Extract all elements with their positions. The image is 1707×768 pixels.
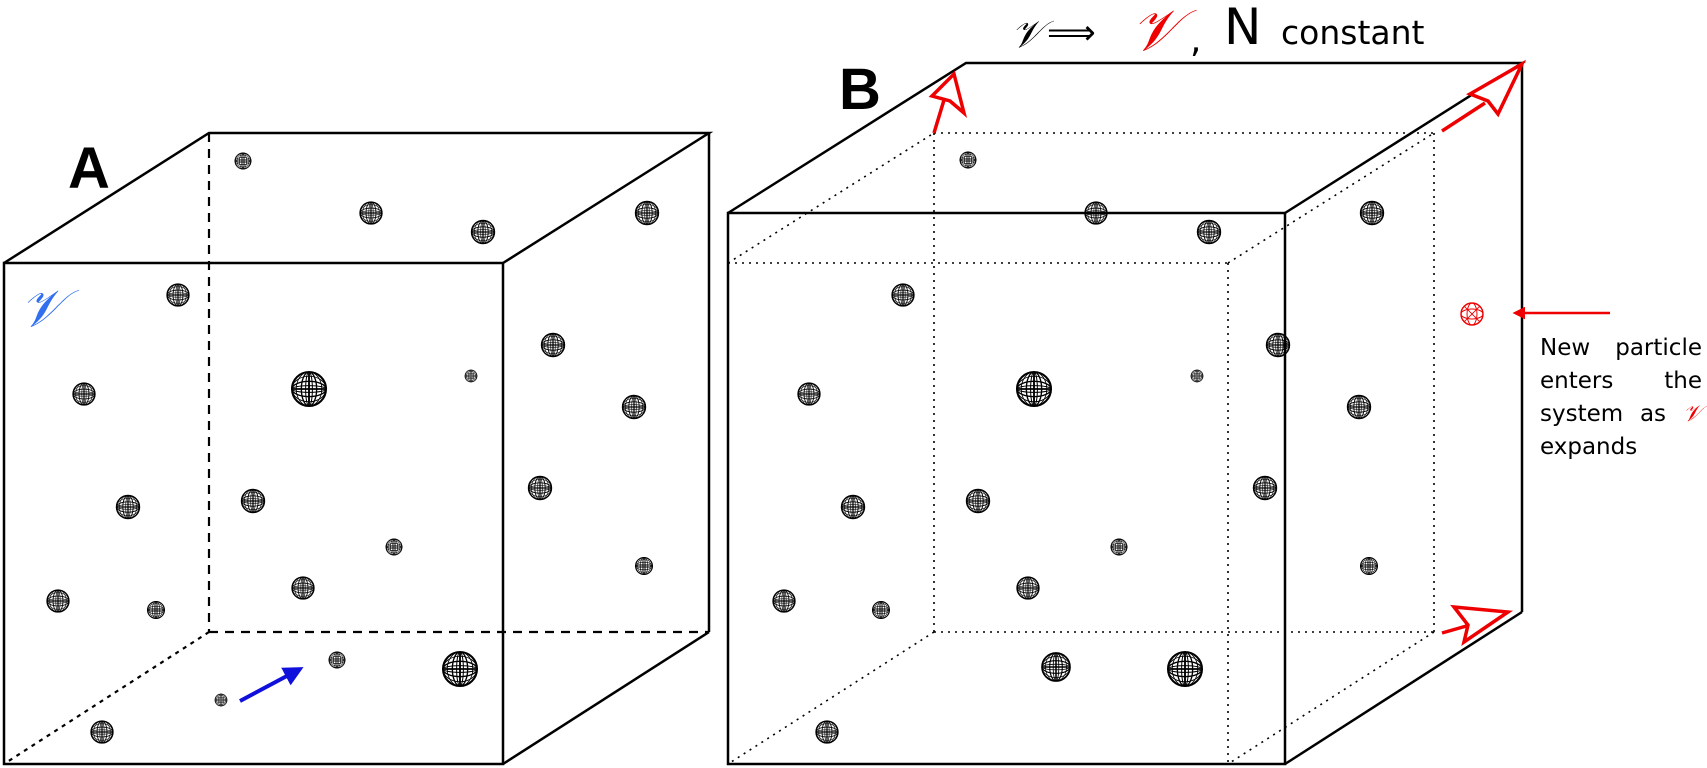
particle <box>1015 370 1053 408</box>
header-n: N <box>1224 0 1261 56</box>
annotation-text: New particle enters the system as 𝒱 expa… <box>1540 332 1702 464</box>
particle <box>871 600 891 620</box>
particle <box>959 151 977 169</box>
panel-b-label: B <box>839 57 881 122</box>
particle <box>1265 332 1291 358</box>
header-formula: 𝒱 ⟹ 𝒱 , N constant <box>1011 0 1425 64</box>
particle <box>290 370 328 408</box>
particle <box>965 488 991 514</box>
particle <box>1359 200 1385 226</box>
particle <box>328 651 346 669</box>
particle <box>772 589 796 613</box>
panel-a-hidden-edges <box>3 133 709 765</box>
panel-a-edges <box>2 131 714 766</box>
particle <box>634 200 660 226</box>
new-particle <box>1460 302 1484 326</box>
header-big-v: 𝒱 <box>1131 0 1197 64</box>
annotation-line2: expands <box>1540 434 1638 460</box>
particle <box>527 475 553 501</box>
panel-b-cube <box>726 61 1527 766</box>
expansion-arrow <box>1441 604 1514 646</box>
particle <box>1041 652 1071 682</box>
panel-b-edges <box>726 61 1527 766</box>
panel-a-cube <box>2 131 714 766</box>
header-comma: , <box>1190 20 1201 61</box>
particle <box>1252 475 1278 501</box>
particle <box>46 589 70 613</box>
particle <box>90 720 114 744</box>
particle <box>385 538 403 556</box>
particle <box>72 382 96 406</box>
particle <box>815 720 839 744</box>
particle <box>115 494 141 520</box>
particle <box>240 488 266 514</box>
expansion-arrows <box>928 59 1527 646</box>
annotation-line1: New particle enters the system as <box>1540 335 1702 427</box>
motion-arrow <box>239 667 304 703</box>
particle <box>166 283 190 307</box>
panel-b-original-box <box>727 132 1435 765</box>
header-implies: ⟹ <box>1047 13 1096 53</box>
particle <box>291 576 315 600</box>
particle <box>634 556 654 576</box>
particle <box>1110 538 1128 556</box>
panel-b-particles <box>772 151 1385 744</box>
annotation-symbol: 𝒱 <box>1682 401 1702 427</box>
particle <box>146 600 166 620</box>
particle <box>891 283 915 307</box>
particle <box>234 152 252 170</box>
particle <box>1166 650 1204 688</box>
expansion-arrow <box>1441 59 1527 133</box>
particle <box>1359 556 1379 576</box>
header-constant: constant <box>1281 13 1425 52</box>
particle <box>840 494 866 520</box>
particle <box>621 394 647 420</box>
particle <box>214 693 228 707</box>
particle <box>1016 576 1040 600</box>
panel-a-label: A <box>68 136 110 201</box>
particle <box>464 369 478 383</box>
particle <box>1084 201 1108 225</box>
expansion-arrow <box>928 70 968 134</box>
particle <box>1346 394 1372 420</box>
particle <box>441 650 479 688</box>
particle <box>359 201 383 225</box>
particle <box>540 332 566 358</box>
panel-a-particles <box>46 152 660 744</box>
particle <box>1190 369 1204 383</box>
particle <box>1196 219 1222 245</box>
particle <box>470 219 496 245</box>
panel-a-volume-symbol: 𝒱 <box>20 279 79 339</box>
particle <box>797 382 821 406</box>
